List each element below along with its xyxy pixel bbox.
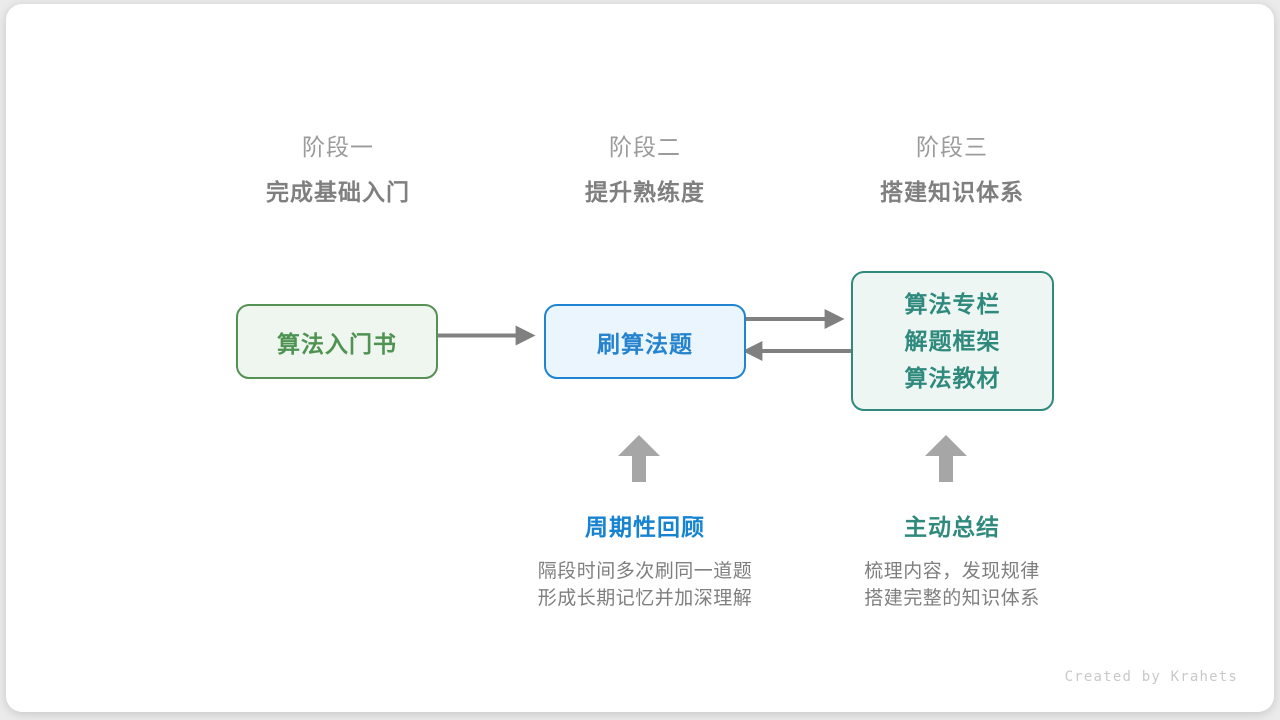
phase-2-title: 提升熟练度 xyxy=(585,179,705,205)
node-practice-problems[interactable]: 刷算法题 xyxy=(544,304,746,379)
phase-3-subtitle: 阶段三 xyxy=(916,134,988,160)
diagram-canvas: 阶段一 完成基础入门 阶段二 提升熟练度 阶段三 搭建知识体系 算法入门书 刷算… xyxy=(6,4,1274,712)
phase-2-subtitle: 阶段二 xyxy=(609,134,681,160)
annotation-summary-desc-line-2: 搭建完整的知识体系 xyxy=(864,588,1040,609)
arrow-up-to-practice xyxy=(618,435,660,482)
annotation-review-desc-line-1: 隔段时间多次刷同一道题 xyxy=(537,561,753,582)
arrow-up-to-resources xyxy=(925,435,967,482)
phase-1-subtitle: 阶段一 xyxy=(302,134,374,160)
node-resources-line-1: 算法专栏 xyxy=(904,290,1001,317)
node-book-label: 算法入门书 xyxy=(277,330,397,357)
node-knowledge-resources[interactable]: 算法专栏 解题框架 算法教材 xyxy=(851,271,1054,411)
node-resources-line-3: 算法教材 xyxy=(904,364,1001,391)
credit-text: Created by Krahets xyxy=(1064,669,1238,685)
annotation-summary-title: 主动总结 xyxy=(904,514,1000,540)
annotation-review-title: 周期性回顾 xyxy=(585,514,705,540)
phase-header-1: 阶段一 完成基础入门 xyxy=(208,132,468,208)
annotation-summary-desc-line-1: 梳理内容，发现规律 xyxy=(864,561,1040,582)
annotation-review-desc-line-2: 形成长期记忆并加深理解 xyxy=(537,588,753,609)
annotation-periodic-review: 周期性回顾 隔段时间多次刷同一道题 形成长期记忆并加深理解 xyxy=(495,512,795,612)
annotation-summary-description: 梳理内容，发现规律 搭建完整的知识体系 xyxy=(802,558,1102,612)
phase-header-3: 阶段三 搭建知识体系 xyxy=(822,132,1082,208)
phase-1-title: 完成基础入门 xyxy=(266,179,410,205)
annotation-active-summary: 主动总结 梳理内容，发现规律 搭建完整的知识体系 xyxy=(802,512,1102,612)
node-practice-label: 刷算法题 xyxy=(597,330,693,357)
annotation-review-description: 隔段时间多次刷同一道题 形成长期记忆并加深理解 xyxy=(495,558,795,612)
node-algorithm-intro-book[interactable]: 算法入门书 xyxy=(236,304,438,379)
phase-header-2: 阶段二 提升熟练度 xyxy=(515,132,775,208)
phase-3-title: 搭建知识体系 xyxy=(880,179,1024,205)
node-resources-line-2: 解题框架 xyxy=(904,327,1001,354)
